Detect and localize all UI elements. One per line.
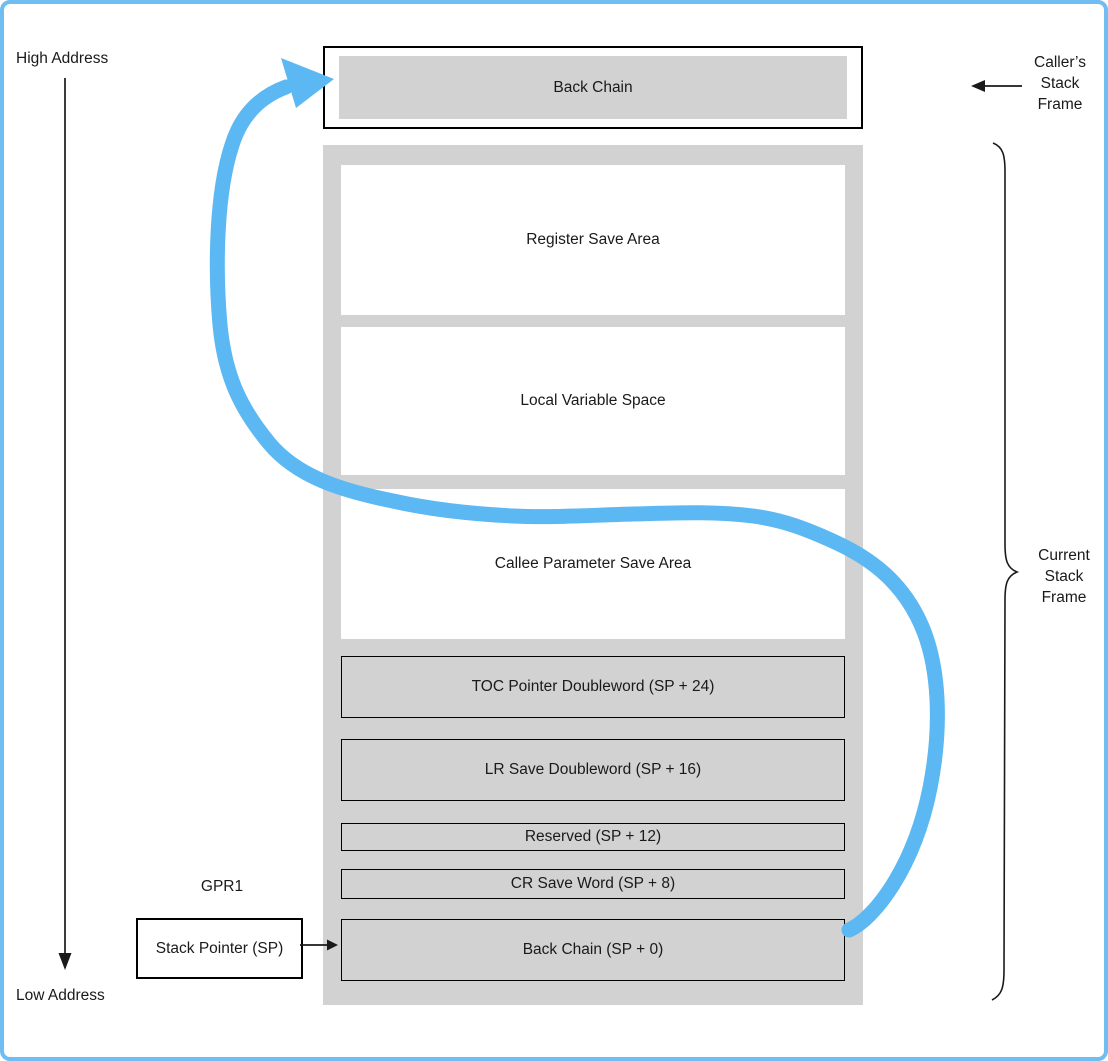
caller-back-chain-cell: Back Chain — [339, 56, 847, 119]
row-reserved: Reserved (SP + 12) — [341, 823, 845, 851]
row-back-chain-sp0: Back Chain (SP + 0) — [341, 919, 845, 981]
row-cr-save-word: CR Save Word (SP + 8) — [341, 869, 845, 899]
current-stack-frame-label-line: Current — [1038, 547, 1090, 564]
current-stack-frame-label-line: Stack — [1044, 568, 1084, 585]
callers-stack-frame-label-line: Caller’s — [1034, 54, 1086, 71]
row-callee-parameter-save-area: Callee Parameter Save Area — [341, 489, 845, 639]
gpr1-label: GPR1 — [200, 878, 244, 895]
row-toc-pointer-doubleword: TOC Pointer Doubleword (SP + 24) — [341, 656, 845, 718]
stack-pointer-box: Stack Pointer (SP) — [136, 918, 303, 979]
callers-stack-frame-label: Caller’s Stack Frame — [1014, 52, 1104, 115]
address-direction-arrow — [58, 78, 72, 970]
current-stack-frame-label-line: Frame — [1041, 589, 1087, 606]
current-frame-brace — [991, 142, 1020, 1001]
row-lr-save-doubleword: LR Save Doubleword (SP + 16) — [341, 739, 845, 801]
row-local-variable-space: Local Variable Space — [341, 327, 845, 475]
current-stack-frame-label: Current Stack Frame — [1018, 545, 1104, 608]
caller-back-chain-box: Back Chain — [323, 46, 863, 129]
high-address-label: High Address — [16, 50, 109, 67]
row-register-save-area: Register Save Area — [341, 165, 845, 315]
callers-stack-frame-label-line: Frame — [1037, 96, 1083, 113]
low-address-label: Low Address — [16, 987, 105, 1004]
callers-stack-frame-label-line: Stack — [1040, 75, 1080, 92]
